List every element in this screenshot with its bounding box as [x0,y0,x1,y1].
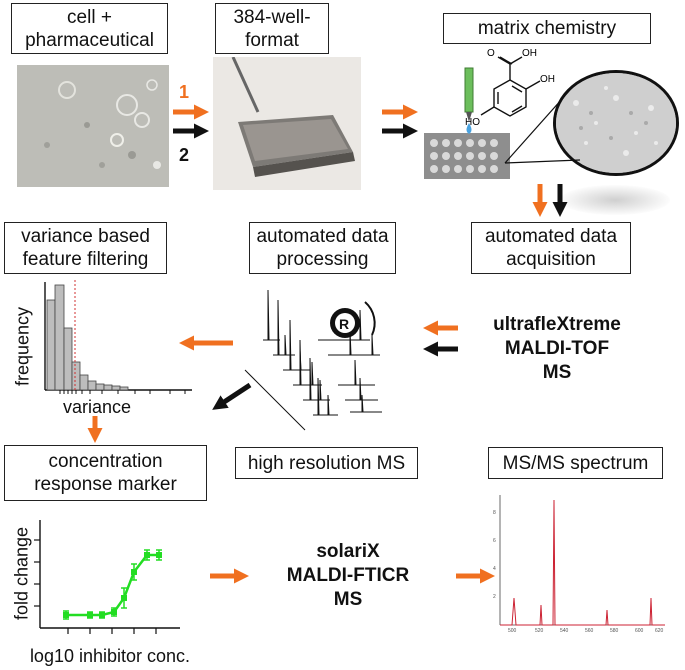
automated-processing-text: automated data processing [256,226,389,270]
arrow-black-diagonal [212,382,252,410]
svg-text:HO: HO [465,117,480,128]
ultraflextreme-instrument: ultrafleXtreme MALDI-TOF MS [493,314,621,383]
dose-response-point [144,552,150,558]
svg-text:O: O [487,48,495,59]
dose-response-xlabel: log10 inhibitor conc. [29,646,191,666]
crystal-magnification [553,70,679,176]
svg-text:2: 2 [493,594,496,600]
dose-response-point [121,595,127,601]
r-logo-icon [330,301,376,338]
svg-text:500: 500 [508,628,517,634]
well-plate-svg [213,57,361,190]
variance-filter-text: variance based feature filtering [21,226,150,270]
svg-text:600: 600 [635,628,644,634]
maldi-target-plate [424,133,510,179]
variance-histogram [44,280,192,394]
automated-acquisition-text: automated data acquisition [484,226,618,270]
concentration-response-label: concentration response marker [4,445,207,501]
shadow-blob [560,185,670,215]
dose-response-ylabel: fold change [11,526,32,621]
svg-text:OH: OH [522,48,537,59]
svg-text:520: 520 [535,628,544,634]
svg-text:620: 620 [655,628,664,634]
dhb-molecule [480,56,541,117]
pipette-tip [464,67,474,113]
msms-spectrum-plot: 2 4 6 8 500 520 540 560 580 600 620 [493,495,665,634]
step-number-1: 1 [179,82,190,102]
cell-microscopy-image [17,65,169,187]
svg-text:580: 580 [610,628,619,634]
msms-spectrum-label: MS/MS spectrum [488,447,663,479]
high-resolution-ms-text: high resolution MS [247,452,406,474]
histogram-ylabel: frequency [12,306,33,387]
dose-response-line [66,553,159,617]
r-logo-letter: R [339,316,350,332]
crystal-texture-svg [556,73,676,173]
matrix-chemistry-label: matrix chemistry [443,13,651,44]
dose-response-plot [34,520,180,634]
svg-text:OH: OH [540,74,555,85]
dose-response-point [99,612,105,618]
matrix-chemistry-text: matrix chemistry [477,18,617,39]
dose-response-point [111,609,117,615]
variance-filter-label: variance based feature filtering [4,222,167,274]
solarix-instrument: solariX MALDI-FTICR MS [286,541,410,610]
high-resolution-ms-label: high resolution MS [235,447,418,479]
well-plate-photo [213,57,361,190]
dose-response-point [63,612,69,618]
stacked-spectra [244,289,382,431]
automated-acquisition-label: automated data acquisition [471,222,631,274]
dose-response-point [131,569,137,575]
svg-text:560: 560 [585,628,594,634]
cell-pharmaceutical-label: cell + pharmaceutical [11,3,168,54]
svg-text:4: 4 [493,566,496,572]
384-well-format-label: 384-well- format [215,3,329,54]
svg-text:540: 540 [560,628,569,634]
svg-text:6: 6 [493,538,496,544]
automated-processing-label: automated data processing [249,222,396,274]
dose-response-point [87,612,93,618]
cell-pharmaceutical-text: cell + pharmaceutical [25,6,154,51]
step-number-2: 2 [179,145,190,165]
dose-response-point [156,552,162,558]
concentration-response-text: concentration response marker [34,451,177,495]
target-plate-svg [424,133,510,179]
dose-response-curve [63,549,162,620]
histogram-xlabel: variance [62,397,132,417]
cell-microscopy-svg [17,65,169,187]
384-well-format-text: 384-well- format [233,6,311,51]
msms-spectrum-text: MS/MS spectrum [502,452,649,474]
svg-text:8: 8 [493,510,496,516]
